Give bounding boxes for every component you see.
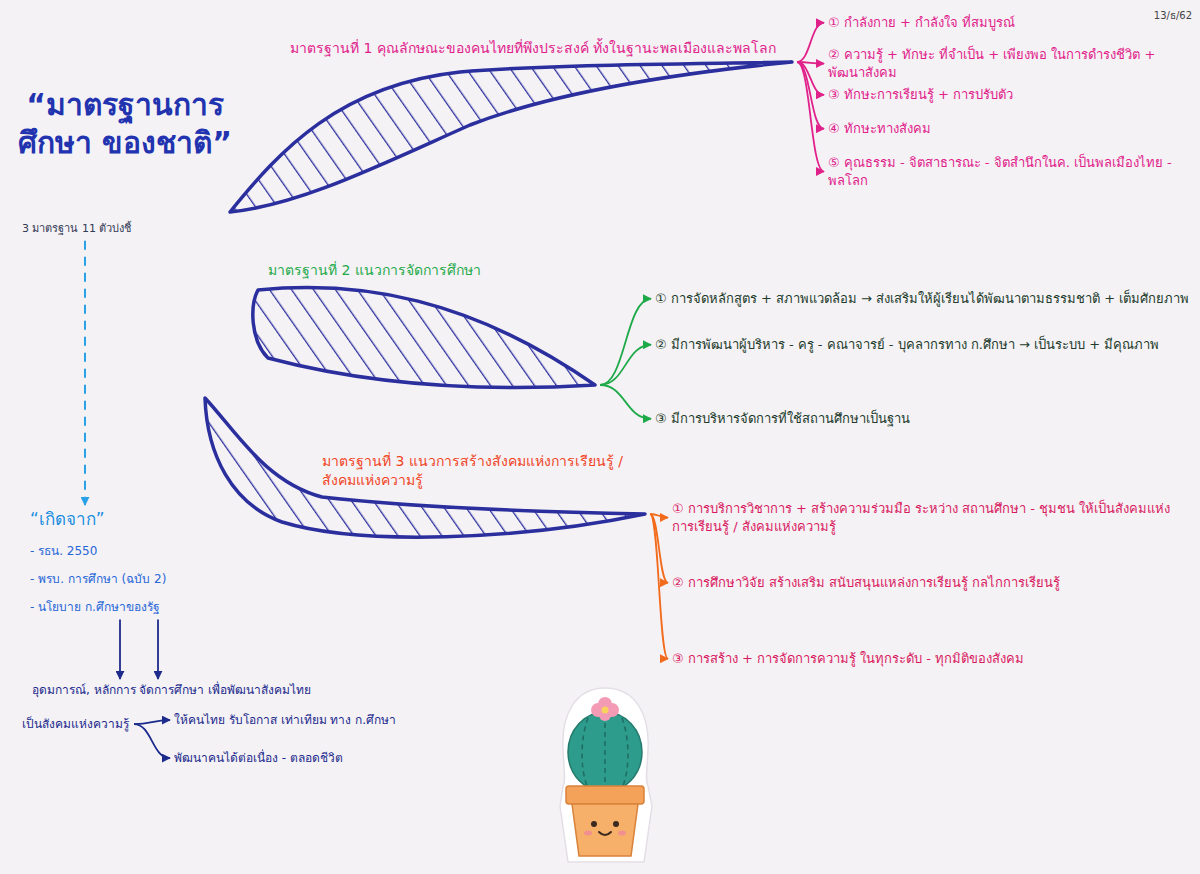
subtitle-text: 3 มาตรฐาน 11 ตัวบ่งชี้ xyxy=(22,222,132,237)
source-list: “เกิดจาก” - รธน. 2550 - พรบ. การศึกษา (ฉบั… xyxy=(30,508,166,616)
standard-band: มาตรฐานที่ 1 คุณลักษณะของคนไทยที่พึงประส… xyxy=(222,8,797,233)
node-text: ④ ทักษะทางสังคม xyxy=(828,120,931,138)
list-line: - รธน. 2550 xyxy=(30,543,166,559)
goal-text: ให้คนไทย รับโอกาส เท่าเทียม ทาง ก.ศึกษา xyxy=(174,712,396,728)
item-text: ① กำลังกาย + กำลังใจ ที่สมบูรณ์ xyxy=(828,14,1015,32)
item-text: ② มีการพัฒนาผู้บริหาร - ครู - คณาจารย์ -… xyxy=(655,336,1159,354)
node-text: ② ความรู้ + ทักษะ ที่จำเป็น + เพียงพอ ใน… xyxy=(828,46,1190,81)
standard-band: มาตรฐานที่ 2 แนวการจัดการศึกษา xyxy=(248,240,600,395)
node-text: ① กำลังกาย + กำลังใจ ที่สมบูรณ์ xyxy=(828,14,1015,32)
connector xyxy=(797,62,824,172)
item-text: ③ ทักษะการเรียนรู้ + การปรับตัว xyxy=(828,86,1013,104)
cactus-sticker xyxy=(560,688,652,862)
item-text: ④ ทักษะทางสังคม xyxy=(828,120,931,138)
node-text: เป็นสังคมแห่งความรู้ xyxy=(22,716,129,732)
pot-rim xyxy=(566,786,644,804)
connector xyxy=(157,620,159,680)
pot-eye xyxy=(591,821,597,827)
idea-text: เป็นสังคมแห่งความรู้ xyxy=(22,716,129,732)
connector xyxy=(600,299,651,385)
connector xyxy=(650,514,668,659)
node-text: ① การจัดหลักสูตร + สภาพแวดล้อม → ส่งเสริ… xyxy=(655,290,1189,308)
band-shape xyxy=(200,392,650,552)
sticker-backing xyxy=(560,688,652,862)
node-text: ② การศึกษาวิจัย สร้างเสริม สนับสนุนแหล่ง… xyxy=(672,574,1060,592)
connector xyxy=(134,720,170,724)
node-text: ③ ทักษะการเรียนรู้ + การปรับตัว xyxy=(828,86,1013,104)
band-heading: มาตรฐานที่ 2 แนวการจัดการศึกษา xyxy=(268,261,588,280)
node-text: พัฒนาคนได้ต่อเนื่อง - ตลอดชีวิต xyxy=(174,750,343,766)
pot-body xyxy=(572,804,638,856)
node-text: ให้คนไทย รับโอกาส เท่าเทียม ทาง ก.ศึกษา xyxy=(174,712,396,728)
date-note: 13/ธ/62 xyxy=(1154,8,1192,23)
node-text: “เกิดจาก” xyxy=(30,508,166,531)
idea-text: อุดมการณ์, หลักการ จัดการศึกษา เพื่อพัฒน… xyxy=(32,682,311,698)
diagram-title: “มาตรฐานการศึกษา ของชาติ” xyxy=(10,86,240,161)
band-heading: มาตรฐานที่ 1 คุณลักษณะของคนไทยที่พึงประส… xyxy=(290,39,790,58)
item-text: ③ การสร้าง + การจัดการความรู้ ในทุกระดับ… xyxy=(672,650,1024,668)
node-text: ⑤ คุณธรรม - จิตสาธารณะ - จิตสำนึกในค. เป… xyxy=(828,154,1190,189)
goal-text: พัฒนาคนได้ต่อเนื่อง - ตลอดชีวิต xyxy=(174,750,343,766)
item-text: ③ มีการบริหารจัดการที่ใช้สถานศึกษาเป็นฐา… xyxy=(655,410,910,428)
item-text: ① การจัดหลักสูตร + สภาพแวดล้อม → ส่งเสริ… xyxy=(655,290,1189,308)
node-text: ① การบริการวิชาการ + สร้างความร่วมมือ ระ… xyxy=(672,500,1187,535)
pot-cheek xyxy=(618,831,626,836)
pot-smile xyxy=(599,832,611,835)
cactus-flower xyxy=(591,697,619,721)
list-line: - นโยบาย ก.ศึกษาของรัฐ xyxy=(30,599,166,615)
connector xyxy=(797,23,824,62)
item-text: ② ความรู้ + ทักษะ ที่จำเป็น + เพียงพอ ใน… xyxy=(828,46,1190,81)
node-text: ③ การสร้าง + การจัดการความรู้ ในทุกระดับ… xyxy=(672,650,1024,668)
cactus-ribs xyxy=(582,714,628,790)
connector xyxy=(134,724,170,758)
node-text: ③ มีการบริหารจัดการที่ใช้สถานศึกษาเป็นฐา… xyxy=(655,410,910,428)
band-outline xyxy=(230,62,792,212)
pot-eye xyxy=(613,821,619,827)
item-text: ⑤ คุณธรรม - จิตสาธารณะ - จิตสำนึกในค. เป… xyxy=(828,154,1190,189)
standard-band: มาตรฐานที่ 3 แนวการสร้างสังคมแห่งการเรีย… xyxy=(200,392,650,552)
cactus-body xyxy=(568,712,642,792)
pot-cheek xyxy=(584,831,592,836)
node-text: ② มีการพัฒนาผู้บริหาร - ครู - คณาจารย์ -… xyxy=(655,336,1159,354)
connector xyxy=(600,345,651,385)
band-heading: มาตรฐานที่ 3 แนวการสร้างสังคมแห่งการเรีย… xyxy=(322,452,642,490)
list-line: - พรบ. การศึกษา (ฉบับ 2) xyxy=(30,571,166,587)
connector xyxy=(600,385,651,419)
node-text: อุดมการณ์, หลักการ จัดการศึกษา เพื่อพัฒน… xyxy=(32,682,311,698)
band-outline xyxy=(253,288,595,388)
item-text: ① การบริการวิชาการ + สร้างความร่วมมือ ระ… xyxy=(672,500,1187,535)
node-text: 3 มาตรฐาน 11 ตัวบ่งชี้ xyxy=(22,222,132,237)
item-text: ② การศึกษาวิจัย สร้างเสริม สนับสนุนแหล่ง… xyxy=(672,574,1060,592)
band-outline xyxy=(205,398,645,537)
connector xyxy=(119,620,121,680)
connector xyxy=(84,241,86,505)
